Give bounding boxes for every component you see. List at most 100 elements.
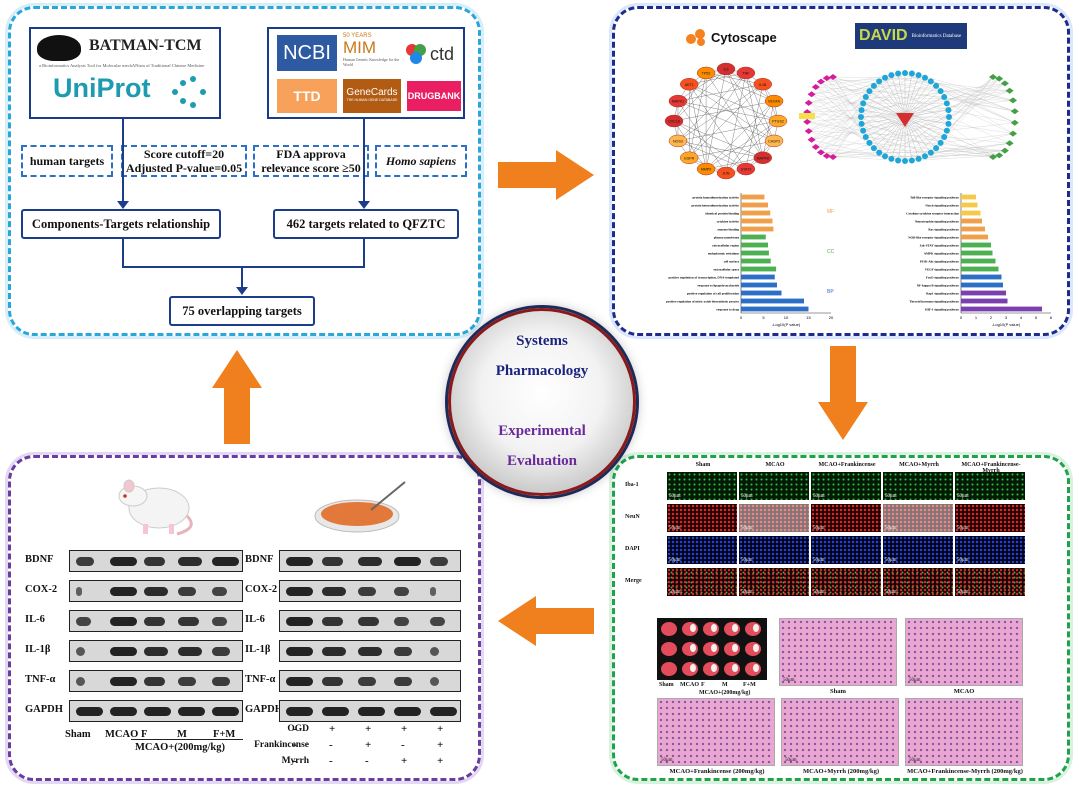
center-sphere: Systems Pharmacology Experimental Evalua…: [448, 308, 636, 496]
bar-label: VEGF signaling pathway: [925, 268, 960, 272]
blot-band: [178, 557, 202, 566]
ct-pathway-node: [1000, 147, 1009, 154]
tick-label: 20: [829, 315, 834, 320]
tick-label: 5: [762, 315, 765, 320]
center-evaluation: Evaluation: [506, 453, 578, 469]
blot-band: [394, 677, 412, 686]
invitro-mark: -: [293, 755, 297, 767]
ttc-staining-image: [657, 618, 767, 680]
bar-label: cytokine activity: [717, 220, 740, 224]
ppi-node-label: JUN: [723, 172, 730, 176]
blot-band: [394, 707, 421, 716]
ct-target-node: [882, 74, 889, 81]
ttc-infarct: [732, 644, 738, 652]
invitro-mark: -: [293, 723, 297, 735]
scale-bar-label: 50μm: [885, 494, 897, 499]
he-label: MCAO+Myrrh (200mg/kg): [802, 768, 880, 775]
ct-edge: [924, 77, 1015, 123]
blot-protein-label: GAPDH: [245, 704, 283, 715]
ct-edge: [948, 116, 1010, 144]
ct-target-node: [908, 70, 915, 77]
bar-label: extracellular region: [712, 244, 739, 248]
bar-label: extracellular space: [713, 268, 739, 272]
ct-edge: [869, 116, 906, 143]
tick-label: 15: [806, 315, 811, 320]
ct-edge: [808, 102, 937, 149]
ct-edge: [826, 78, 870, 92]
he-image-cell: 50μm: [779, 618, 897, 686]
ct-edge: [904, 75, 919, 118]
blot-protein-label: COX-2: [245, 584, 278, 595]
ttd-label: TTD: [293, 88, 321, 104]
ct-target-node: [862, 94, 869, 101]
ppi-node-label: IL6: [724, 68, 729, 72]
bar-label: Cytokine-cytokine receptor interaction: [906, 212, 959, 216]
ct-target-node: [915, 155, 922, 162]
ppi-edge: [689, 72, 707, 158]
blot-band: [394, 557, 421, 566]
blot-band: [286, 707, 313, 716]
ct-edge: [918, 75, 1014, 101]
bar: [961, 258, 996, 264]
scale-bar-label: 50μm: [957, 494, 969, 499]
scale-bar-label: 50μm: [813, 590, 825, 595]
blot-band: [110, 557, 137, 566]
invitro-row-label: OGD: [287, 724, 309, 734]
if-image-cell: 50μm: [667, 472, 737, 500]
ct-edge: [826, 73, 912, 156]
ct-pathway-node: [1009, 97, 1018, 104]
bar-label: Jak-STAT signaling pathway: [920, 244, 960, 248]
david-sub: Bioinformatics Database: [911, 33, 962, 39]
bar: [741, 258, 771, 264]
ppi-node-label: TNF: [742, 72, 750, 76]
bar: [961, 282, 1003, 288]
ct-edge: [930, 143, 1010, 153]
ppi-edge: [673, 120, 707, 170]
bar: [961, 274, 1002, 280]
ppi-edge: [689, 84, 779, 122]
ppi-node: [753, 151, 773, 165]
qfztc-targets-label: 462 targets related to QFZTC: [286, 216, 446, 231]
ct-edge: [904, 72, 1015, 123]
ct-edge: [811, 94, 874, 149]
blot-band: [76, 647, 85, 656]
bar-label: AMPK signaling pathway: [924, 252, 960, 256]
blot-band: [322, 647, 346, 656]
tick-label: 3: [1005, 315, 1008, 320]
blot-row-invivo: [69, 700, 243, 722]
ct-edge: [904, 83, 1005, 162]
components-targets-box: Components-Targets relationship: [21, 209, 221, 239]
ct-pathway-node: [995, 75, 1004, 82]
ct-edge: [869, 91, 906, 118]
invivo-lane-label: F: [141, 729, 148, 740]
ct-compound-node: [811, 143, 820, 150]
ct-target-node: [937, 88, 944, 95]
ct-edge: [948, 123, 1014, 134]
he-label: Sham: [830, 688, 846, 695]
bar: [741, 234, 766, 240]
blot-band: [358, 707, 385, 716]
bar: [741, 218, 773, 224]
blot-row-invivo: [69, 640, 243, 662]
he-label: MCAO+Frankincense (200mg/kg): [669, 768, 765, 775]
ct-target-node: [943, 127, 950, 134]
ppi-edge: [689, 72, 746, 85]
ttc-slice: [661, 622, 677, 636]
if-row-label: NeuN: [625, 514, 640, 520]
ppi-node: [764, 94, 784, 108]
ppi-edge: [677, 84, 763, 142]
database-logos-box: NCBI 50 YEARS MIM Human Genetic Knowledg…: [267, 27, 465, 119]
blot-protein-label: IL-1β: [245, 644, 271, 655]
ct-pathway-node: [1005, 140, 1014, 147]
ct-edge: [815, 86, 941, 143]
blot-band: [212, 647, 230, 656]
ttc-infarct: [753, 664, 759, 672]
ct-target-node: [941, 133, 948, 140]
go-group-label: CC: [827, 249, 835, 255]
bar-label: positive regulation of cell proliferatio…: [687, 292, 739, 296]
blot-band: [144, 647, 168, 656]
blot-band: [110, 647, 137, 656]
ct-edge: [861, 83, 1005, 125]
ttc-infarct: [753, 624, 759, 632]
ct-pathway-node: [1005, 87, 1014, 94]
